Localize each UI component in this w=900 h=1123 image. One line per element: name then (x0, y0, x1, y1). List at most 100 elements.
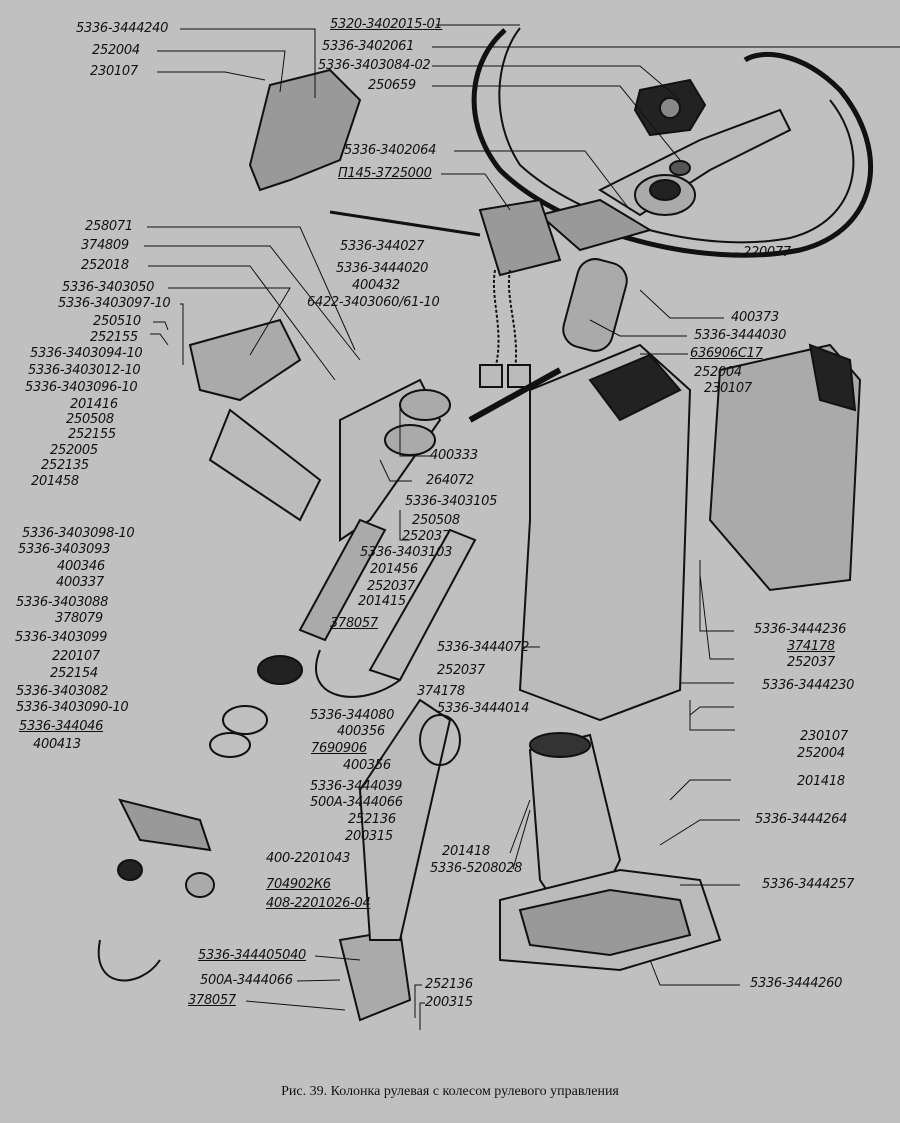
part-label: 252136 (348, 812, 396, 827)
part-label: 6422-3403060/61-10 (307, 295, 440, 310)
part-label: 252037 (402, 529, 450, 544)
figure-caption: Рис. 39. Колонка рулевая с колесом рулев… (281, 1084, 619, 1099)
part-label: 230107 (90, 64, 138, 79)
part-label: 201418 (442, 844, 490, 859)
part-label: 400333 (430, 448, 478, 463)
part-label: 252037 (437, 663, 485, 678)
part-label: 400356 (343, 758, 391, 773)
part-label: 408-2201026-04 (266, 896, 371, 911)
part-label: 374178 (417, 684, 465, 699)
part-label: 250510 (93, 314, 141, 329)
part-label: 5336-3403099 (15, 630, 108, 645)
part-label: 5336-3403012-10 (28, 363, 141, 378)
part-label: 400413 (33, 737, 81, 752)
part-label: 5336-3444264 (755, 812, 848, 827)
part-label: 252135 (41, 458, 89, 473)
part-label: 378079 (55, 611, 103, 626)
part-label: 5336-3403097-10 (58, 296, 171, 311)
part-label: 201458 (31, 474, 79, 489)
part-label: 5320-3402015-01 (330, 17, 443, 32)
part-label: 252004 (694, 365, 742, 380)
part-label: 5336-3444014 (437, 701, 530, 716)
part-label: 220077 (743, 245, 791, 260)
part-label: 252004 (92, 43, 140, 58)
part-label: 374178 (787, 639, 835, 654)
part-label: 252018 (81, 258, 129, 273)
part-label: 5336-3402064 (344, 143, 437, 158)
part-label: 220107 (52, 649, 100, 664)
part-label: 230107 (704, 381, 752, 396)
part-label: 400432 (352, 278, 400, 293)
shroud-side-cover (708, 343, 862, 592)
part-label: 252037 (367, 579, 415, 594)
shroud-upper (518, 343, 692, 722)
part-label: 5336-3403082 (16, 684, 109, 699)
part-label: 5336-5208028 (430, 861, 523, 876)
part-label: 250659 (368, 78, 416, 93)
part-label: 258071 (85, 219, 133, 234)
part-label: 5336-344027 (340, 239, 425, 254)
part-label: 5336-3444039 (310, 779, 403, 794)
part-label: 201416 (70, 397, 118, 412)
part-label: 5336-344405040 (198, 948, 307, 963)
universal-joint-lower (338, 928, 412, 1022)
part-label: 5336-3444240 (76, 21, 169, 36)
part-label: 252155 (90, 330, 138, 345)
part-label: 5336-3444020 (336, 261, 429, 276)
part-label: 400-2201043 (266, 851, 351, 866)
part-label: 5336-3403103 (360, 545, 453, 560)
column-tube (339, 378, 442, 542)
part-label: 5336-3444236 (754, 622, 847, 637)
part-label: 5336-344046 (19, 719, 104, 734)
part-label: 636906С17 (690, 346, 763, 361)
part-label: 500А-3444066 (200, 973, 293, 988)
part-label: 5336-3444260 (750, 976, 843, 991)
part-label: П145-3725000 (338, 166, 432, 181)
part-label: 252136 (425, 977, 473, 992)
part-label: 5336-3444230 (762, 678, 855, 693)
part-label: 252155 (68, 427, 116, 442)
part-label: 400356 (337, 724, 385, 739)
part-label: 5336-3403093 (18, 542, 111, 557)
part-label: 201418 (797, 774, 845, 789)
part-label: 5336-3444030 (694, 328, 787, 343)
part-label: 252154 (50, 666, 98, 681)
part-label: 5336-3403084-02 (318, 58, 431, 73)
part-label: 201415 (358, 594, 406, 609)
part-label: 400373 (731, 310, 779, 325)
part-label: 230107 (800, 729, 848, 744)
cross-joint (118, 798, 212, 852)
steering-wheel-rim (471, 28, 873, 258)
part-label: 5336-3403098-10 (22, 526, 135, 541)
part-label: 5336-3403105 (405, 494, 498, 509)
part-label: 5336-3402061 (322, 39, 415, 54)
steering-shaft (468, 367, 562, 423)
part-label: 5336-3403096-10 (25, 380, 138, 395)
part-label: 250508 (66, 412, 114, 427)
part-label: 500А-3444066 (310, 795, 403, 810)
part-label: 5336-3444257 (762, 877, 855, 892)
part-label: 704902К6 (266, 877, 331, 892)
part-label: 378057 (188, 993, 236, 1008)
part-label: 5336-3403090-10 (16, 700, 129, 715)
part-label: 200315 (345, 829, 393, 844)
part-label: 5336-344080 (310, 708, 395, 723)
part-label: 200315 (425, 995, 473, 1010)
combination-switch (478, 198, 562, 277)
part-label: 7690906 (311, 741, 367, 756)
part-label: 252037 (787, 655, 835, 670)
part-label: 400337 (56, 575, 104, 590)
part-label: 5336-3403050 (62, 280, 155, 295)
part-label: 378057 (330, 616, 378, 631)
part-label: 252004 (797, 746, 845, 761)
part-label: 201456 (370, 562, 418, 577)
mounting-bracket (248, 68, 362, 192)
part-label: 5336-3403088 (16, 595, 109, 610)
part-label: 5336-3444072 (437, 640, 530, 655)
ignition-lock (562, 258, 628, 352)
part-label: 250508 (412, 513, 460, 528)
part-label: 252005 (50, 443, 98, 458)
part-label: 374809 (81, 238, 129, 253)
part-label: 264072 (426, 473, 474, 488)
